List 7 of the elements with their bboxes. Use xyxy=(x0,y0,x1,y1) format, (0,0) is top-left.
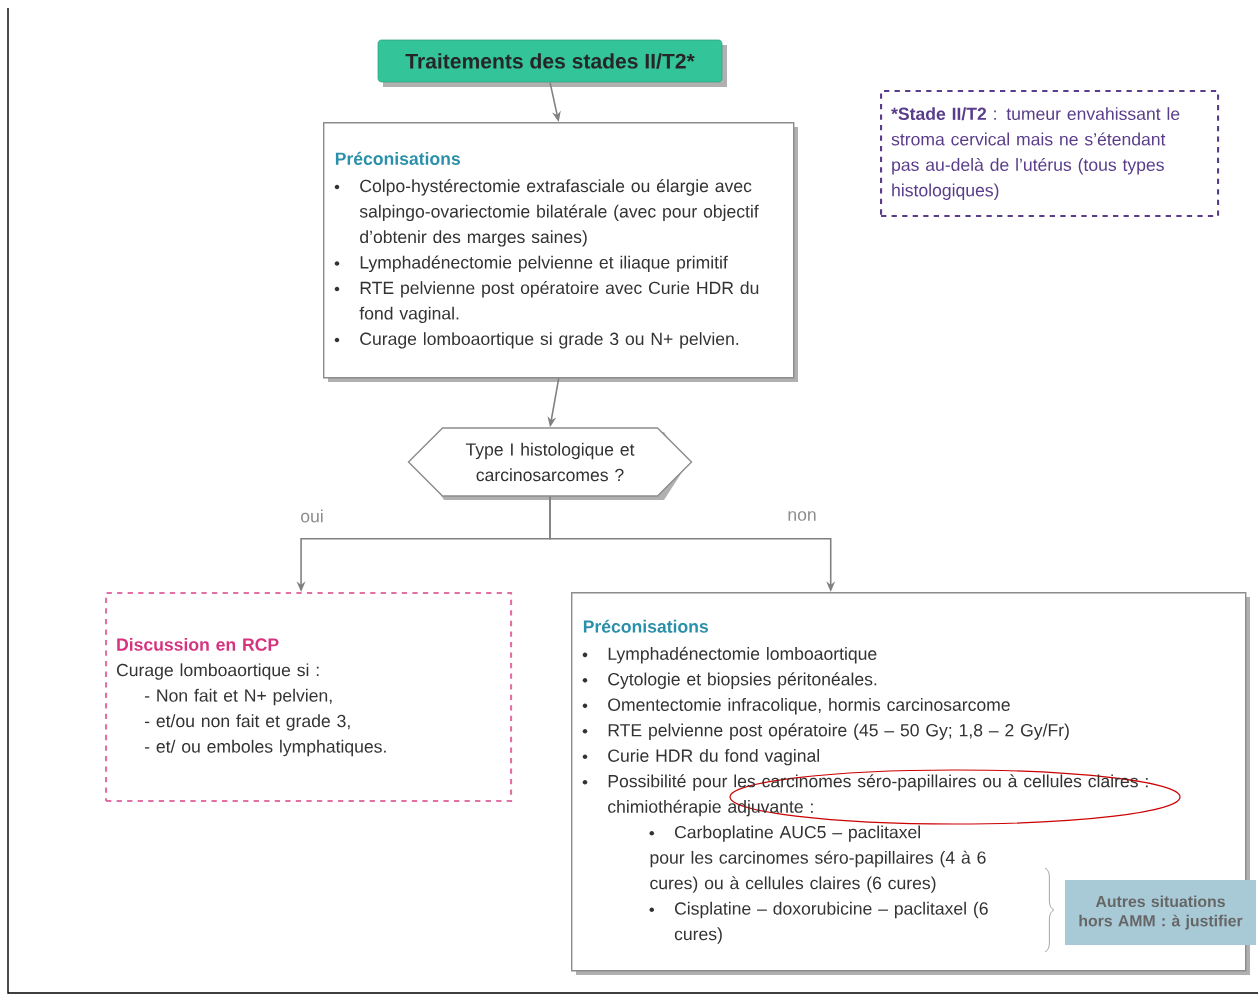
recommendation-box: Préconisations Colpo-hystérectomie extrafasciale ou élargie avec salpingo-ovariectomie bilatérale (avec pour objectif d’obtenir des marges saines) Lymphadénectomie pelvienne et iliaque primitif RTE pelvienne post opératoire avec Curie HDR du fond vaginal. Curage lomboaortique si grade 3 ou N+ pelvien. xyxy=(323,122,798,382)
note-box: *Stade II/T2 : tumeur envahissant le stroma cervical mais ne s’étendant pas au-delà de l’utérus (tous types histologiques) xyxy=(880,90,1220,218)
decision-hexagon: Type I histologique et carcinosarcomes ? xyxy=(407,427,693,500)
title-box: Traitements des stades II/T2* xyxy=(377,39,727,87)
discussion-box: Discussion en RCP Curage lomboaortique si : - Non fait et N+ pelvien, - et/ou non fait et grade 3, - et/ ou emboles lymphatiques. xyxy=(105,592,513,803)
edge-label: oui xyxy=(298,507,326,525)
edge-label: non xyxy=(785,509,819,523)
